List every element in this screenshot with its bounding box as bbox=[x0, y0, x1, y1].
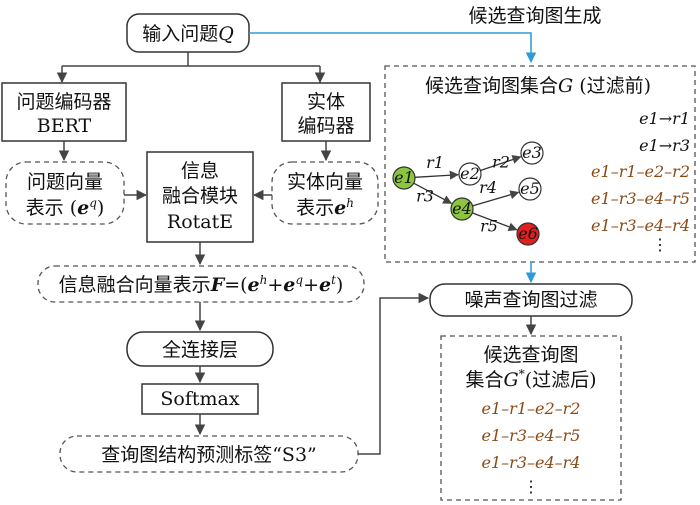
question-vector-box bbox=[5, 161, 125, 225]
graph-node-label-e3: e3 bbox=[522, 143, 542, 162]
filtered-path-3: e1–r3–e4–r4 bbox=[482, 453, 581, 472]
graph-node-label-e1: e1 bbox=[394, 168, 414, 187]
graph-node-label-e4: e4 bbox=[452, 199, 472, 218]
graph-edge-e1-e4 bbox=[413, 182, 453, 204]
question-encoder-label: 问题编码器 bbox=[16, 91, 111, 113]
candidate-path-2: e1→r3 bbox=[639, 136, 690, 155]
candidate-ellipsis: ⋮ bbox=[652, 235, 668, 254]
fused-vector-label: 信息融合向量表示F=(eh+eq+et) bbox=[59, 273, 344, 296]
candidate-path-list: e1→r1 e1→r3 e1–r1–e2–r2 e1–r3–e4–r5 e1–r3–e4… bbox=[591, 109, 690, 235]
softmax-label: Softmax bbox=[160, 388, 239, 410]
filtered-path-2: e1–r3–e4–r5 bbox=[482, 426, 581, 445]
softmax-box bbox=[141, 383, 259, 415]
candidate-path-4: e1–r3–e4–r5 bbox=[591, 189, 690, 208]
graph-edge-label-r3: r3 bbox=[416, 187, 434, 206]
candidate-set-title: 候选查询图集合G (过滤前) bbox=[425, 75, 651, 97]
question-vector-line1: 问题向量 bbox=[27, 171, 103, 193]
graph-node-e2 bbox=[458, 162, 482, 186]
graph-edge-e4-e5 bbox=[472, 190, 520, 207]
filtered-ellipsis: ⋮ bbox=[523, 477, 539, 496]
filtered-set-box bbox=[440, 335, 622, 501]
graph-node-e5 bbox=[518, 177, 542, 201]
noise-filter-label: 噪声查询图过滤 bbox=[464, 289, 597, 311]
entity-encoder-box bbox=[281, 82, 371, 142]
graph-edge-label-r1: r1 bbox=[426, 153, 444, 172]
graph-edge-e4-e6 bbox=[472, 212, 518, 232]
fused-vector-box bbox=[37, 265, 365, 303]
entity-vector-line2: 表示eh bbox=[296, 196, 354, 219]
question-encoder-model: BERT bbox=[37, 115, 92, 137]
question-vector-line2: 表示 (eq) bbox=[26, 196, 105, 219]
graph-node-e6 bbox=[516, 222, 540, 246]
graph-node-e4 bbox=[450, 197, 474, 221]
fusion-line1: 信息 bbox=[181, 160, 219, 182]
candidate-path-5: e1–r3–e4–r4 bbox=[591, 216, 690, 235]
entity-encoder-line1: 实体 bbox=[307, 91, 345, 113]
input-to-candidate-arrow bbox=[249, 32, 537, 64]
candidate-path-3: e1–r1–e2–r2 bbox=[591, 162, 690, 181]
graph-edge-label-r5: r5 bbox=[480, 217, 498, 236]
fc-layer-label: 全连接层 bbox=[162, 339, 238, 361]
candidate-graph-edges: r1 r2 r3 r4 r5 bbox=[413, 153, 522, 236]
entity-vector-box bbox=[271, 161, 379, 225]
candidate-path-1: e1→r1 bbox=[639, 109, 690, 128]
predict-label-text: 查询图结构预测标签“S3” bbox=[101, 444, 317, 466]
filtered-set-line1: 候选查询图 bbox=[483, 344, 578, 366]
candidate-graph-nodes: e1 e2 e3 e4 e5 e6 bbox=[392, 141, 544, 246]
candidate-set-box bbox=[384, 65, 696, 263]
label-to-filter-arrow bbox=[358, 292, 430, 455]
fusion-line2: 融合模块 bbox=[162, 185, 238, 207]
graph-edge-e2-e3 bbox=[480, 155, 522, 172]
entity-vector-line1: 实体向量 bbox=[287, 171, 363, 193]
entity-encoder-line2: 编码器 bbox=[297, 115, 354, 137]
graph-node-label-e2: e2 bbox=[460, 164, 480, 183]
graph-node-e3 bbox=[520, 141, 544, 165]
graph-edge-label-r4: r4 bbox=[479, 178, 497, 197]
graph-edge-e1-e2 bbox=[414, 170, 459, 180]
fusion-line3: RotatE bbox=[167, 211, 233, 233]
filtered-path-1: e1–r1–e2–r2 bbox=[482, 399, 581, 418]
filtered-set-line2: 集合G*(过滤后) bbox=[465, 367, 596, 391]
graph-node-label-e5: e5 bbox=[520, 179, 540, 198]
input-question-label: 输入问题Q bbox=[142, 23, 234, 45]
graph-edge-label-r2: r2 bbox=[492, 153, 510, 172]
graph-node-e1 bbox=[392, 166, 416, 190]
header-title: 候选查询图生成 bbox=[468, 5, 601, 27]
graph-node-label-e6: e6 bbox=[518, 224, 538, 243]
